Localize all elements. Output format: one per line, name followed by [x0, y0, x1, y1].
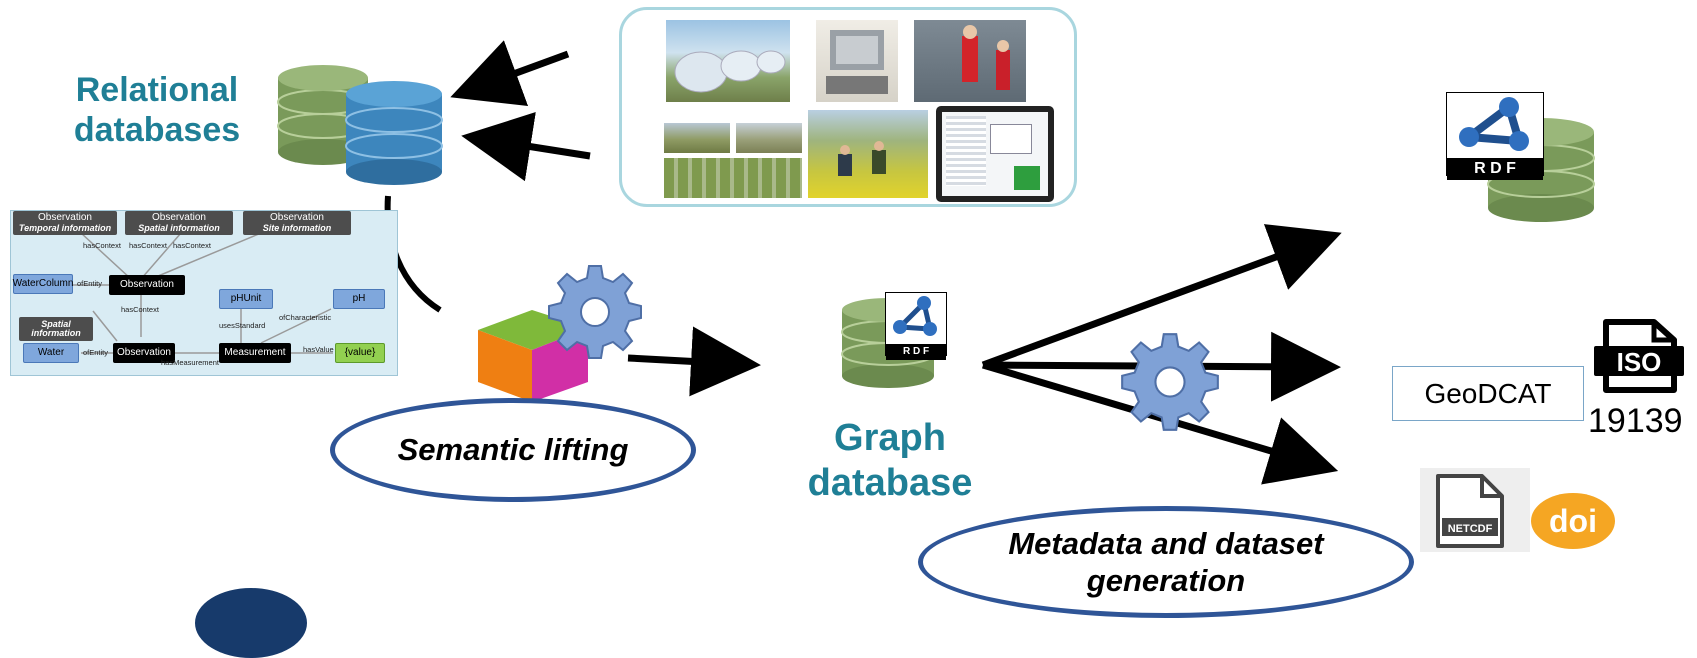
- ontology-edges: [73, 232, 333, 354]
- rdf-label-small: R D F: [886, 344, 946, 360]
- metadata-generation-ellipse: Metadata and dataset generation: [918, 506, 1414, 618]
- node-observation-mid: Observation: [109, 275, 185, 295]
- metadata-line2: generation: [1086, 563, 1246, 598]
- edge-hascontext-1: hasContext: [83, 241, 121, 250]
- semantic-lifting-label: Semantic lifting: [397, 432, 629, 467]
- relational-databases-label: Relational databases: [62, 70, 252, 150]
- node-observation-spatial: Observation Spatial information: [125, 211, 233, 235]
- graph-line2: database: [807, 461, 973, 504]
- graph-database-label: Graph database: [780, 416, 1000, 506]
- blue-db-cylinder: [345, 81, 443, 185]
- iso-text: ISO: [1617, 347, 1662, 377]
- metadata-line1: Metadata and dataset: [1008, 525, 1324, 561]
- field-plots-photo-1: [664, 123, 730, 153]
- edge-ofcharacteristic: ofCharacteristic: [279, 313, 332, 322]
- iso-number: 19139: [1588, 402, 1683, 440]
- rdf-graph-shape-large: [1459, 97, 1529, 151]
- netcdf-file-icon: NETCDF: [1420, 468, 1530, 552]
- node-observation-temporal: Observation Temporal information: [13, 211, 117, 235]
- rdf-graph-icon: R D F: [1446, 92, 1544, 180]
- edge-ofentity-1: ofEntity: [77, 279, 103, 288]
- gear-icon: [548, 265, 642, 359]
- lab-equipment-photo: [816, 20, 898, 102]
- geodcat-label: GeoDCAT: [1424, 377, 1552, 409]
- netcdf-text: NETCDF: [1448, 523, 1493, 535]
- doi-logo: doi: [1531, 493, 1615, 549]
- edge-hascontext-4: hasContext: [121, 305, 159, 314]
- edge-hasvalue: hasValue: [303, 345, 334, 354]
- field-plots-photo-3: [664, 158, 802, 198]
- edge-hascontext-2: hasContext: [129, 241, 167, 250]
- arrow-graph-to-rdf: [981, 224, 1342, 369]
- node-spatial-info-line1: Spatial: [41, 318, 71, 329]
- software-screenshot-tablet: [936, 106, 1054, 202]
- rdf-graph-icon-small: R D F: [885, 292, 947, 360]
- node-measurement: Measurement: [219, 343, 291, 363]
- node-observation-temporal-sub: Temporal information: [18, 222, 112, 233]
- relational-line2: databases: [73, 111, 241, 150]
- field-plots-photo-2: [736, 123, 802, 153]
- edge-hascontext-3: hasContext: [173, 241, 211, 250]
- field-photos-panel: [619, 7, 1077, 207]
- ontology-diagram: Observation Temporal information Observa…: [10, 210, 398, 376]
- relational-line1: Relational: [75, 71, 239, 109]
- metadata-gear-icon: [1121, 333, 1219, 431]
- node-observation-temporal-title: Observation: [38, 212, 92, 224]
- node-observation-site-sub: Site information: [262, 222, 332, 233]
- node-observation-spatial-title: Observation: [152, 212, 206, 224]
- arrow-photos-to-db-bottom: [461, 112, 591, 182]
- edge-ofentity-2: ofEntity: [83, 348, 109, 357]
- graph-line1: Graph: [834, 417, 946, 459]
- node-observation-site-title: Observation: [270, 212, 324, 224]
- rdf-label-large: R D F: [1447, 158, 1543, 180]
- node-observation-bottom: Observation: [113, 343, 175, 363]
- node-phunit: pHUnit: [219, 289, 273, 309]
- edge-hasmeasurement: hasMeasurement: [161, 358, 219, 367]
- node-observation-site: Observation Site information: [243, 211, 351, 235]
- edge-usesstandard: usesStandard: [219, 321, 266, 330]
- doi-text: doi: [1549, 503, 1597, 539]
- iso-file-icon: ISO: [1594, 319, 1684, 393]
- meadow-sampling-photo: [808, 110, 928, 198]
- boat-sampling-photo: [914, 20, 1026, 102]
- semantic-lifting-ellipse: Semantic lifting: [330, 398, 696, 502]
- arrow-lifting-to-graph: [627, 326, 761, 397]
- geodcat-box: GeoDCAT: [1392, 366, 1584, 421]
- node-ph: pH: [333, 289, 385, 309]
- relational-database-icon: [277, 65, 443, 185]
- node-spatial-info-line2: information: [31, 328, 81, 338]
- logo-partial: [195, 588, 307, 658]
- node-water: Water: [23, 343, 79, 363]
- node-spatial-information: Spatial information: [19, 317, 93, 341]
- mesocosm-domes-photo: [666, 20, 790, 102]
- node-watercolumn: WaterColumn: [13, 274, 73, 294]
- node-value: {value}: [335, 343, 385, 363]
- rdf-graph-shape: [893, 296, 937, 336]
- node-observation-spatial-sub: Spatial information: [138, 222, 220, 233]
- arrow-photos-to-db-top: [450, 40, 570, 106]
